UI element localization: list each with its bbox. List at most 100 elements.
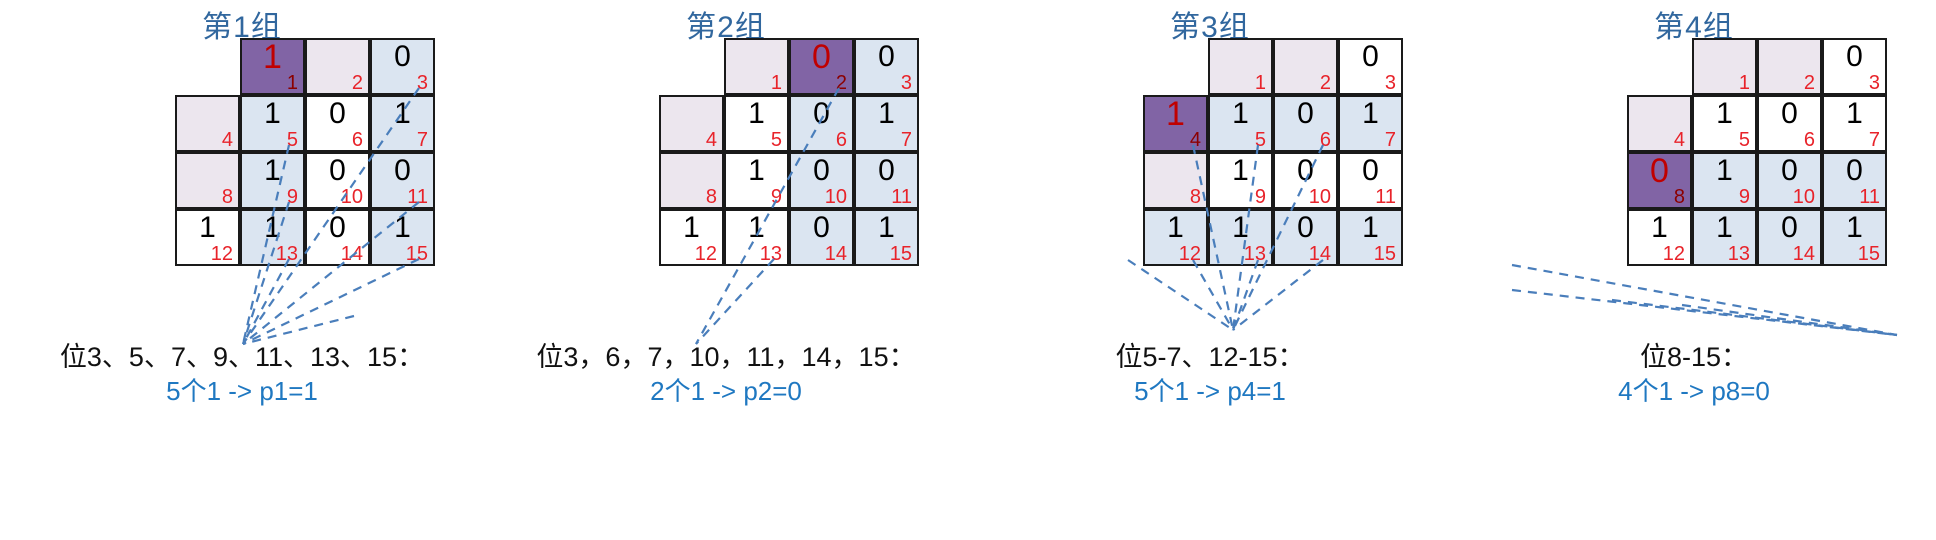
bit-value: 0	[1846, 154, 1863, 187]
bit-value: 1	[1846, 211, 1863, 244]
bit-value: 0	[813, 97, 830, 130]
bit-value: 1	[1232, 211, 1249, 244]
bit-position-label: 6	[835, 129, 847, 151]
bit-value: 1	[748, 97, 765, 130]
bit-position-label: 5	[1254, 129, 1266, 151]
bit-position-label: 3	[1384, 72, 1396, 94]
bit-value: 0	[329, 154, 346, 187]
bit-value: 0	[394, 154, 411, 187]
bit-position-label: 8	[705, 186, 717, 208]
bit-cell-1: 1	[1692, 38, 1757, 95]
bit-position-label: 8	[221, 186, 233, 208]
bit-value: 1	[748, 154, 765, 187]
bit-value: 0	[1781, 97, 1798, 130]
bit-value: 0	[1650, 152, 1669, 190]
bit-position-label: 2	[1319, 72, 1331, 94]
bit-position-label: 15	[1373, 243, 1396, 265]
bit-position-label: 8	[1189, 186, 1201, 208]
bit-position-label: 10	[1308, 186, 1331, 208]
bit-position-label: 9	[286, 186, 298, 208]
bit-value: 0	[1846, 40, 1863, 73]
bit-value: 0	[812, 38, 831, 76]
bit-value: 1	[1716, 97, 1733, 130]
bit-value: 0	[1362, 154, 1379, 187]
bit-position-label: 5	[1738, 129, 1750, 151]
bit-position-label: 3	[1868, 72, 1880, 94]
bit-value: 1	[394, 97, 411, 130]
bit-value: 1	[1362, 97, 1379, 130]
bit-value: 1	[1232, 97, 1249, 130]
bit-value: 1	[199, 211, 216, 244]
bit-value: 1	[394, 211, 411, 244]
bit-value: 1	[1167, 211, 1184, 244]
bit-position-label: 4	[705, 129, 717, 151]
bit-value: 1	[264, 154, 281, 187]
bit-position-label: 12	[1662, 243, 1685, 265]
bit-position-label: 6	[351, 129, 363, 151]
bit-value: 1	[264, 211, 281, 244]
bit-position-label: 14	[340, 243, 363, 265]
bit-position-label: 7	[1868, 129, 1880, 151]
bit-position-label: 1	[1254, 72, 1266, 94]
bit-position-label: 4	[1189, 129, 1201, 151]
bit-value: 1	[264, 97, 281, 130]
bit-cell-2: 2	[1273, 38, 1338, 95]
bit-position-label: 14	[824, 243, 847, 265]
bit-cell-1: 1	[1208, 38, 1273, 95]
bit-position-label: 2	[1803, 72, 1815, 94]
bit-position-label: 2	[351, 72, 363, 94]
bit-position-label: 11	[407, 186, 428, 208]
bit-position-label: 10	[1792, 186, 1815, 208]
bit-position-label: 5	[286, 129, 298, 151]
bit-position-label: 15	[889, 243, 912, 265]
caption-result: 4个1 -> p8=0	[1618, 376, 1770, 406]
bit-value: 1	[1166, 95, 1185, 133]
bit-position-label: 6	[1803, 129, 1815, 151]
bit-position-label: 7	[1384, 129, 1396, 151]
bit-cell-4: 4	[1627, 95, 1692, 152]
bit-position-label: 14	[1792, 243, 1815, 265]
bit-position-label: 11	[1859, 186, 1880, 208]
bit-value: 1	[878, 97, 895, 130]
caption-positions: 位3，6，7，10，11，14，15：	[536, 342, 916, 372]
bit-position-label: 1	[286, 72, 298, 94]
bit-value: 1	[1846, 97, 1863, 130]
bit-position-label: 13	[759, 243, 782, 265]
bit-value: 0	[1297, 211, 1314, 244]
bit-cell-4: 4	[659, 95, 724, 152]
bit-position-label: 11	[1375, 186, 1396, 208]
bit-position-label: 9	[770, 186, 782, 208]
bit-position-label: 1	[770, 72, 782, 94]
bit-position-label: 13	[1243, 243, 1266, 265]
bit-value: 1	[1232, 154, 1249, 187]
bit-position-label: 15	[1857, 243, 1880, 265]
bit-value: 1	[683, 211, 700, 244]
